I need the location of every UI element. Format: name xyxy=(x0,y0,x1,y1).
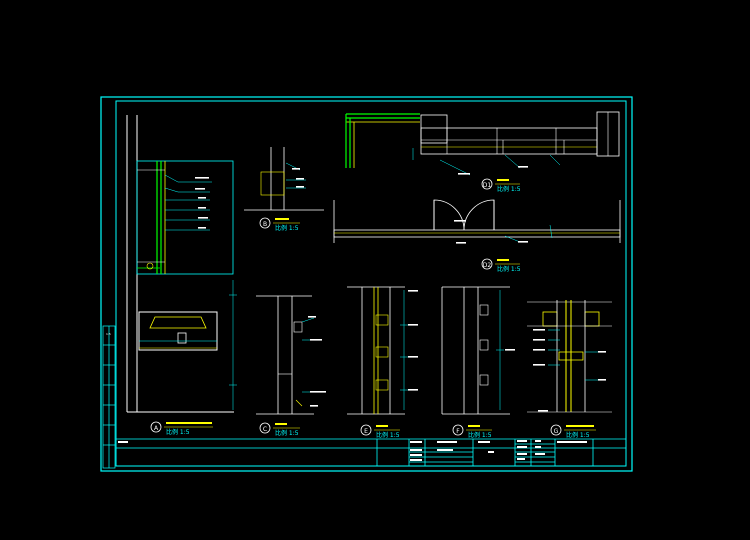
svg-text:B: B xyxy=(263,221,267,228)
svg-text:E: E xyxy=(364,428,368,435)
detail-b-label: B 比例 1:5 xyxy=(259,217,300,232)
detail-d1-plan xyxy=(345,111,620,176)
detail-d2-label: D2 比例 1:5 xyxy=(481,258,521,273)
svg-text:比例 1:5: 比例 1:5 xyxy=(497,185,521,193)
title-block xyxy=(116,438,626,466)
svg-text:比例 1:5: 比例 1:5 xyxy=(275,224,299,232)
svg-text:比例 1:5: 比例 1:5 xyxy=(566,431,590,439)
inner-frame xyxy=(115,100,627,467)
svg-text:A: A xyxy=(154,425,159,432)
svg-text:比例 1:5: 比例 1:5 xyxy=(275,429,299,437)
svg-text:F: F xyxy=(456,428,460,435)
detail-d2-plan xyxy=(333,199,621,244)
detail-a-label: A 比例 1:5 xyxy=(150,421,213,436)
detail-f-label: F 比例 1:5 xyxy=(452,424,492,439)
svg-text:比例 1:5: 比例 1:5 xyxy=(468,431,492,439)
detail-f-section xyxy=(441,286,515,415)
side-scale-note: 1:5 xyxy=(106,332,111,336)
outer-frame xyxy=(100,96,633,472)
svg-text:C: C xyxy=(263,426,267,433)
svg-text:比例 1:5: 比例 1:5 xyxy=(376,431,400,439)
title-block-text xyxy=(118,440,587,461)
detail-c-section xyxy=(256,295,326,415)
left-title-strip xyxy=(102,325,116,469)
detail-e-section xyxy=(347,286,418,415)
detail-b-section xyxy=(244,147,324,211)
svg-text:D2: D2 xyxy=(483,262,492,269)
detail-c-label: C 比例 1:5 xyxy=(259,422,300,437)
detail-e-label: E 比例 1:5 xyxy=(360,424,400,439)
detail-a-section xyxy=(126,115,237,413)
detail-d1-label: D1 比例 1:5 xyxy=(481,178,521,193)
svg-text:比例 1:5: 比例 1:5 xyxy=(166,428,190,436)
svg-text:比例 1:5: 比例 1:5 xyxy=(497,265,521,273)
detail-g-section xyxy=(527,300,612,413)
svg-text:G: G xyxy=(554,428,559,435)
detail-g-label: G 比例 1:5 xyxy=(550,424,596,439)
svg-text:D1: D1 xyxy=(483,182,492,189)
